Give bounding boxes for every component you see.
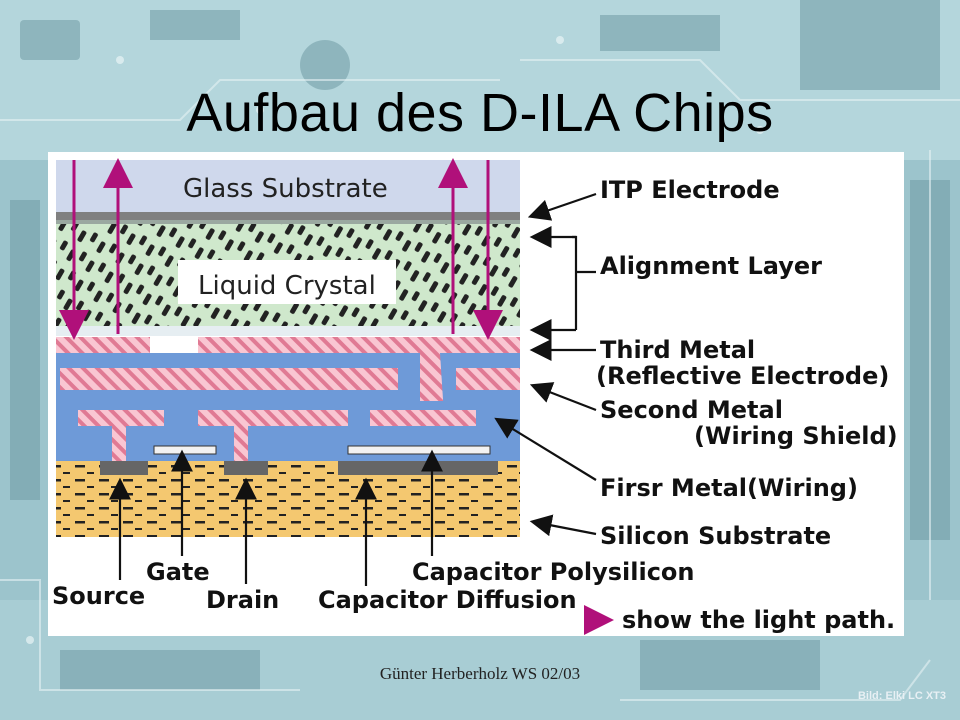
first-metal-wiring-mid bbox=[198, 410, 348, 426]
alignment-layer-top bbox=[56, 220, 520, 224]
reflective-electrode-label: (Reflective Electrode) bbox=[596, 362, 889, 390]
itp-electrode-label: ITP Electrode bbox=[600, 176, 780, 204]
drain-diffusion bbox=[224, 461, 268, 475]
capacitor-diffusion-label: Capacitor Diffusion bbox=[318, 586, 577, 614]
second-metal-shield-right bbox=[456, 368, 520, 390]
diagram-panel: Glass Substrate Liquid Crystal bbox=[48, 152, 904, 636]
third-metal-electrode-left bbox=[56, 337, 150, 353]
light-path-legend-label: show the light path. bbox=[622, 606, 895, 634]
capacitor-polysilicon bbox=[347, 445, 491, 455]
slide-footer: Günter Herberholz WS 02/03 bbox=[379, 664, 581, 683]
slide-title: Aufbau des D-ILA Chips bbox=[186, 83, 774, 143]
first-metal-wiring-right bbox=[370, 410, 476, 426]
glass-substrate-text: Glass Substrate bbox=[183, 174, 388, 204]
second-metal-shield-left bbox=[60, 368, 398, 390]
itp-electrode-layer bbox=[56, 212, 520, 220]
alignment-layer-label: Alignment Layer bbox=[600, 252, 822, 280]
source-label: Source bbox=[52, 582, 145, 610]
source-diffusion bbox=[100, 461, 148, 475]
d-ila-cross-section-diagram: Glass Substrate Liquid Crystal bbox=[52, 158, 898, 635]
bottom-callout-arrows bbox=[109, 449, 443, 586]
liquid-crystal-text: Liquid Crystal bbox=[198, 271, 376, 301]
light-path-arrows bbox=[59, 158, 503, 340]
first-metal-wiring-left bbox=[78, 410, 164, 426]
alignment-layer-bottom bbox=[56, 326, 520, 336]
first-metal-label: Firsr Metal(Wiring) bbox=[600, 474, 858, 502]
liquid-crystal-label-box bbox=[178, 260, 396, 304]
third-metal-label: Third Metal bbox=[600, 336, 755, 364]
gate-label: Gate bbox=[146, 558, 210, 586]
callout-arrows bbox=[494, 192, 597, 537]
image-credit: Bild: Elki LC XT3 bbox=[857, 690, 946, 702]
second-metal-label: Second Metal bbox=[600, 396, 783, 424]
wiring-shield-label: (Wiring Shield) bbox=[694, 422, 898, 450]
drain-contact bbox=[234, 426, 248, 462]
capacitor-polysilicon-label: Capacitor Polysilicon bbox=[412, 558, 695, 586]
silicon-substrate-label: Silicon Substrate bbox=[600, 522, 831, 550]
source-contact bbox=[112, 426, 126, 462]
drain-label: Drain bbox=[206, 586, 279, 614]
capacitor-diffusion bbox=[338, 461, 498, 475]
gate-electrode bbox=[153, 445, 217, 455]
third-metal-electrode-right bbox=[198, 337, 520, 353]
